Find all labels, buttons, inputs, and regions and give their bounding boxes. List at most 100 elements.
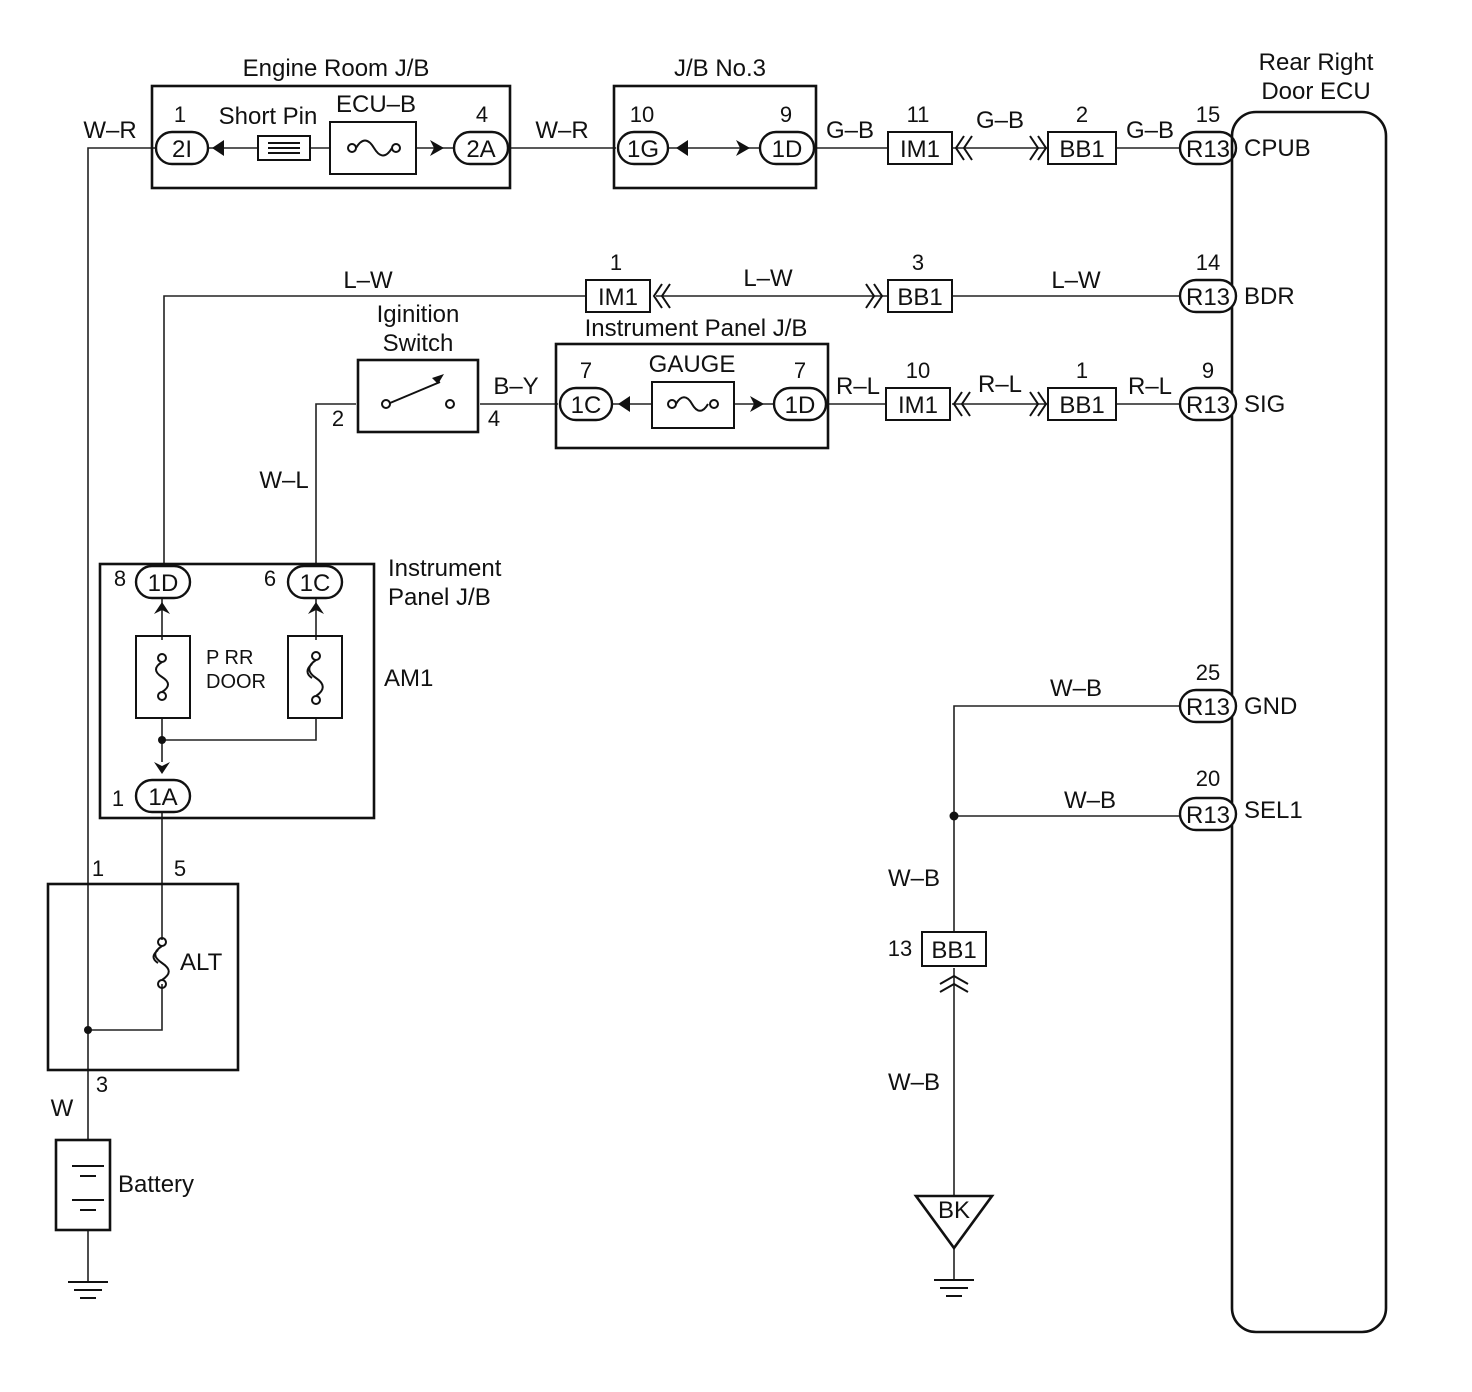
connector-r13	[1178, 278, 1238, 314]
ecu-b-label: ECU–B	[336, 91, 416, 118]
terminal-gnd: GND	[1244, 693, 1297, 720]
pin-label: 4	[476, 102, 488, 127]
wire-color-label: R–L	[978, 371, 1022, 398]
pin-label: 3	[96, 1072, 108, 1097]
connector-label: R13	[1186, 284, 1230, 311]
connector-1d	[772, 386, 828, 422]
connector-label: R13	[1186, 694, 1230, 721]
connector-label: IM1	[598, 284, 638, 311]
short-pin-icon	[257, 135, 311, 161]
connector-label: 1G	[627, 136, 659, 163]
wire-color-label: W–L	[259, 467, 308, 494]
ignition-switch-label-line: Iginition	[377, 301, 460, 328]
wire-color-label: W–B	[888, 1069, 940, 1096]
pin-label: 10	[906, 358, 930, 383]
connector-bb1	[1047, 131, 1117, 165]
fuse-terminal	[157, 691, 167, 701]
jb-no3-box	[612, 84, 818, 190]
connector-label: 1D	[785, 392, 816, 419]
connector-chevron-icon	[1029, 391, 1048, 417]
fuse-terminal	[311, 695, 321, 705]
gauge-fuse-box	[651, 381, 735, 429]
wire-color-label: L–W	[1051, 267, 1101, 294]
pin-label: 11	[907, 102, 930, 127]
wire-color-label: W–R	[535, 117, 588, 144]
connector-r13	[1178, 130, 1238, 166]
wire-l-w	[163, 295, 1184, 572]
connector-2a	[452, 130, 510, 166]
wire-color-label: W–B	[1050, 675, 1102, 702]
terminal-cpub: CPUB	[1244, 135, 1311, 162]
ecu-label-line: Door ECU	[1261, 78, 1370, 105]
wire-color-label: W–B	[888, 865, 940, 892]
r-l-row: R–L 10 IM1 R–L 1 BB1 R–L 9 R13	[836, 358, 1238, 422]
fuse-icon	[355, 139, 393, 157]
instrument-panel-jb-box	[554, 342, 830, 450]
wire-color-label: G–B	[1126, 117, 1174, 144]
engine-room-jb-box	[150, 84, 512, 190]
ecu-label-line: Rear Right	[1259, 49, 1374, 76]
connector-chevron-icon	[954, 135, 973, 161]
connector-label: IM1	[900, 136, 940, 163]
connector-chevron-icon	[952, 391, 971, 417]
jb-no3-label: J/B No.3	[674, 55, 766, 82]
connector-bb1	[1047, 387, 1117, 421]
junction-dot	[84, 1026, 92, 1034]
wire-color-label: R–L	[1128, 373, 1172, 400]
ignition-switch-label-line: Switch	[383, 330, 454, 357]
connector-1d	[758, 130, 816, 166]
alt-fusible-link-icon	[152, 945, 170, 981]
gauge-label: GAUGE	[649, 351, 736, 378]
battery-box	[54, 1138, 112, 1232]
ground-icon	[68, 1281, 108, 1299]
connector-chevron-icon	[652, 283, 671, 309]
connector-r13	[1178, 386, 1238, 422]
connector-chevron-icon	[865, 283, 884, 309]
wire-color-label: R–L	[836, 373, 880, 400]
instrument-panel-jb-gauge: Instrument Panel J/B GAUGE 7 1C 7 1D	[554, 315, 830, 450]
pin-label: 14	[1196, 250, 1220, 275]
battery-label: Battery	[118, 1171, 194, 1198]
pin-label: 10	[630, 102, 654, 127]
wire-w-l	[315, 403, 356, 572]
short-pin-bars	[268, 142, 300, 154]
junction-dot	[949, 811, 959, 821]
switch-terminal	[445, 399, 455, 409]
bk-label: BK	[938, 1197, 970, 1224]
pin-label: 1	[92, 856, 104, 881]
connector-label: 1C	[300, 570, 331, 597]
pin-label: 25	[1196, 660, 1220, 685]
junction-dot	[158, 736, 166, 744]
pin-label: 2	[1076, 102, 1088, 127]
terminal-arrow-icon	[750, 396, 764, 412]
terminal-arrow-icon	[736, 140, 750, 156]
battery: Battery	[54, 1138, 194, 1299]
battery-cells-icon	[72, 1165, 104, 1211]
connector-1g	[616, 130, 670, 166]
connector-label: BB1	[931, 937, 976, 964]
wire-color-label: W–R	[83, 117, 136, 144]
fuse-terminal	[311, 651, 321, 661]
fuse-icon	[675, 396, 709, 412]
connector-label: 2A	[466, 136, 495, 163]
instrument-panel-jb-left-line: Instrument	[388, 555, 502, 582]
ground-icon	[934, 1279, 974, 1297]
pin-label: 13	[888, 936, 912, 961]
terminal-arrow-icon	[212, 140, 224, 156]
alt-block: 1 5 ALT 3 W	[46, 856, 240, 1122]
connector-chevron-icon	[939, 974, 969, 993]
pin-label: 7	[580, 358, 592, 383]
ecu-box	[1230, 110, 1388, 1334]
terminal-arrow-icon	[154, 602, 170, 614]
connector-1d	[134, 564, 192, 600]
wire-color-label: G–B	[976, 107, 1024, 134]
pin-label: 20	[1196, 766, 1220, 791]
connector-chevron-icon	[1029, 135, 1048, 161]
alt-label: ALT	[180, 949, 223, 976]
pin-label: 7	[794, 358, 806, 383]
connector-bb1	[921, 931, 987, 967]
connector-label: BB1	[897, 284, 942, 311]
